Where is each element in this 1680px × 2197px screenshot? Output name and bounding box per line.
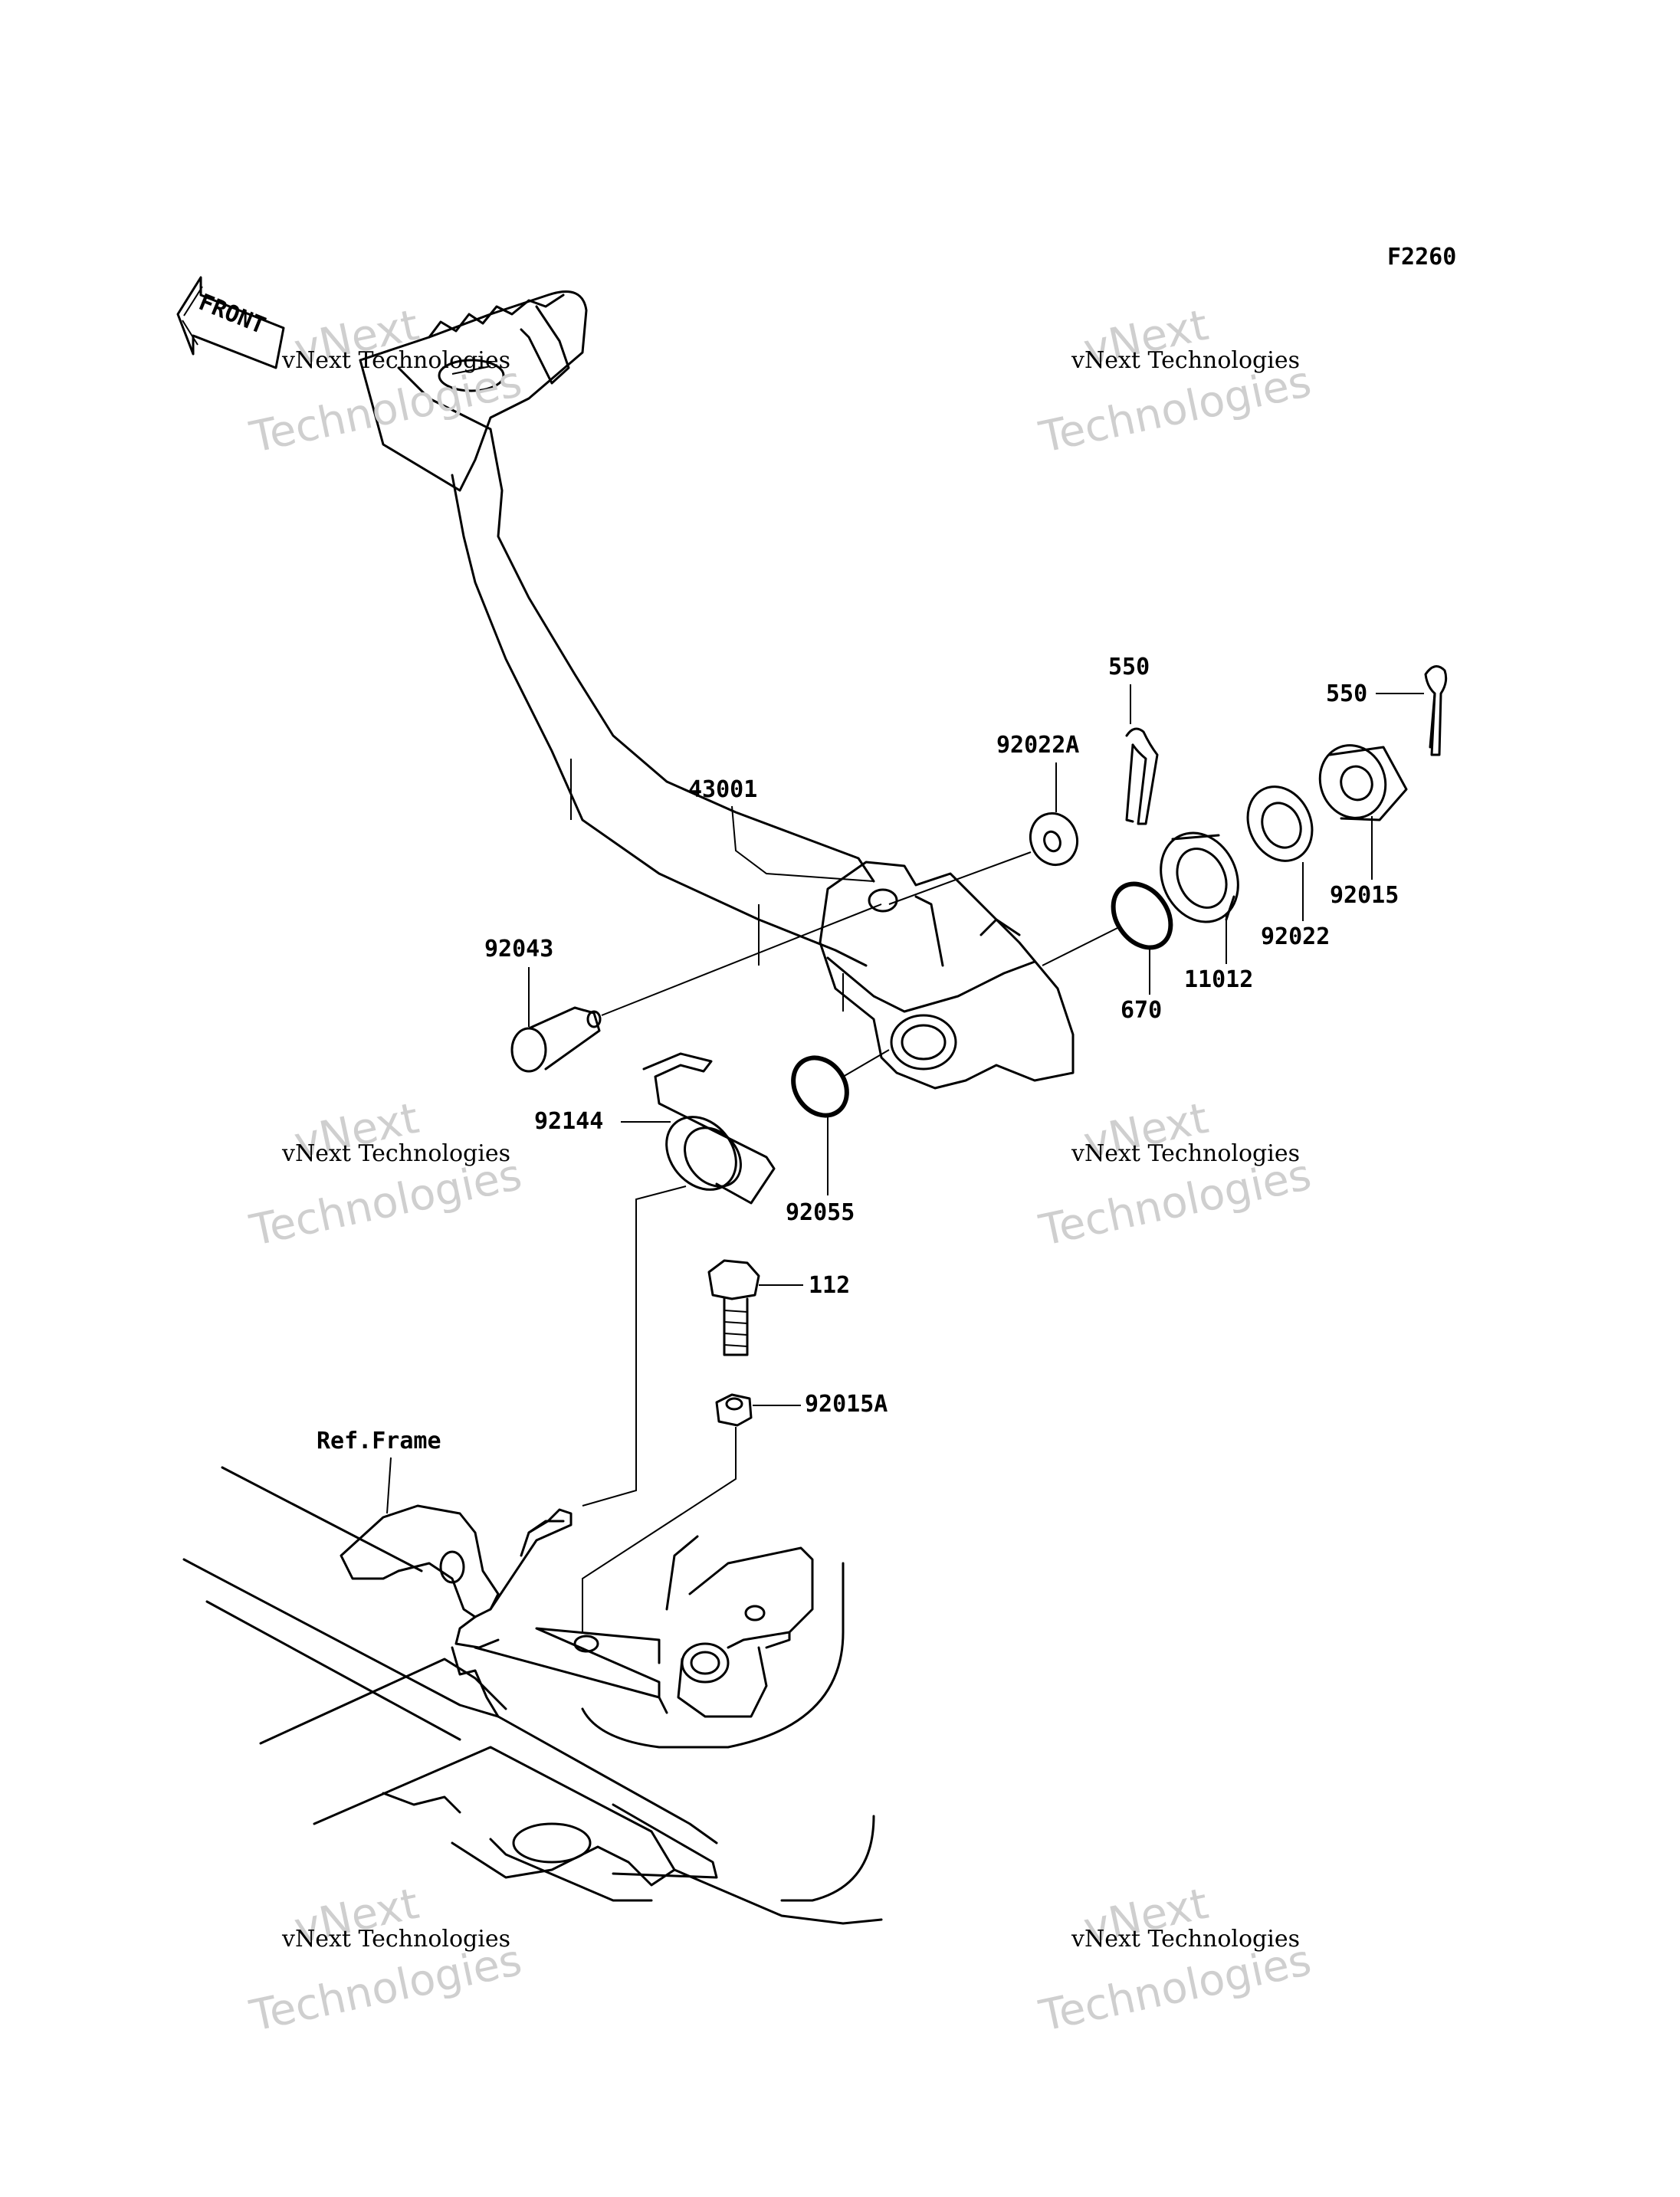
label-550-b: 550 (1326, 680, 1367, 707)
svg-text:vNext Technologies: vNext Technologies (1071, 1140, 1300, 1167)
label-92055: 92055 (786, 1199, 855, 1226)
brake-pedal-43001 (359, 290, 1075, 1090)
frame-assembly (182, 1466, 883, 1925)
label-112: 112 (809, 1272, 850, 1299)
o-ring-670 (1111, 881, 1173, 950)
washer-92022 (1246, 785, 1314, 862)
svg-text:vNext Technologies: vNext Technologies (1071, 347, 1300, 374)
ref-frame-label: Ref.Frame (317, 1428, 441, 1454)
label-92015: 92015 (1330, 882, 1399, 909)
front-arrow-icon: FRONT (176, 276, 285, 369)
nut-92015A (715, 1393, 753, 1427)
label-43001: 43001 (688, 776, 757, 803)
label-92043: 92043 (484, 936, 553, 962)
label-92022: 92022 (1261, 923, 1330, 950)
figure-code: F2260 (1387, 244, 1456, 271)
label-92022A: 92022A (996, 732, 1079, 759)
svg-text:vNext Technologies: vNext Technologies (281, 347, 510, 374)
o-ring-92055 (791, 1055, 849, 1118)
pin-92043 (510, 1006, 602, 1073)
bolt-112 (707, 1259, 760, 1356)
label-550-a: 550 (1108, 654, 1150, 680)
bushing-11012 (1160, 831, 1239, 923)
label-92144: 92144 (534, 1108, 603, 1135)
svg-text:vNext Technologies: vNext Technologies (281, 1926, 510, 1953)
svg-text:vNext Technologies: vNext Technologies (1071, 1926, 1300, 1953)
watermark: vNext Technologies vNext Technologies vN… (245, 300, 1315, 2041)
nut-92015 (1318, 744, 1408, 821)
washer-92022A (1029, 812, 1078, 867)
svg-text:vNext Technologies: vNext Technologies (281, 1140, 510, 1167)
spring-92144 (642, 1052, 776, 1205)
front-arrow-label: FRONT (195, 289, 269, 339)
label-11012: 11012 (1184, 966, 1253, 993)
label-92015A: 92015A (805, 1391, 888, 1418)
label-670: 670 (1121, 997, 1162, 1024)
cotter-pin-550-a (1125, 727, 1159, 825)
cotter-pin-550-b (1424, 665, 1448, 756)
